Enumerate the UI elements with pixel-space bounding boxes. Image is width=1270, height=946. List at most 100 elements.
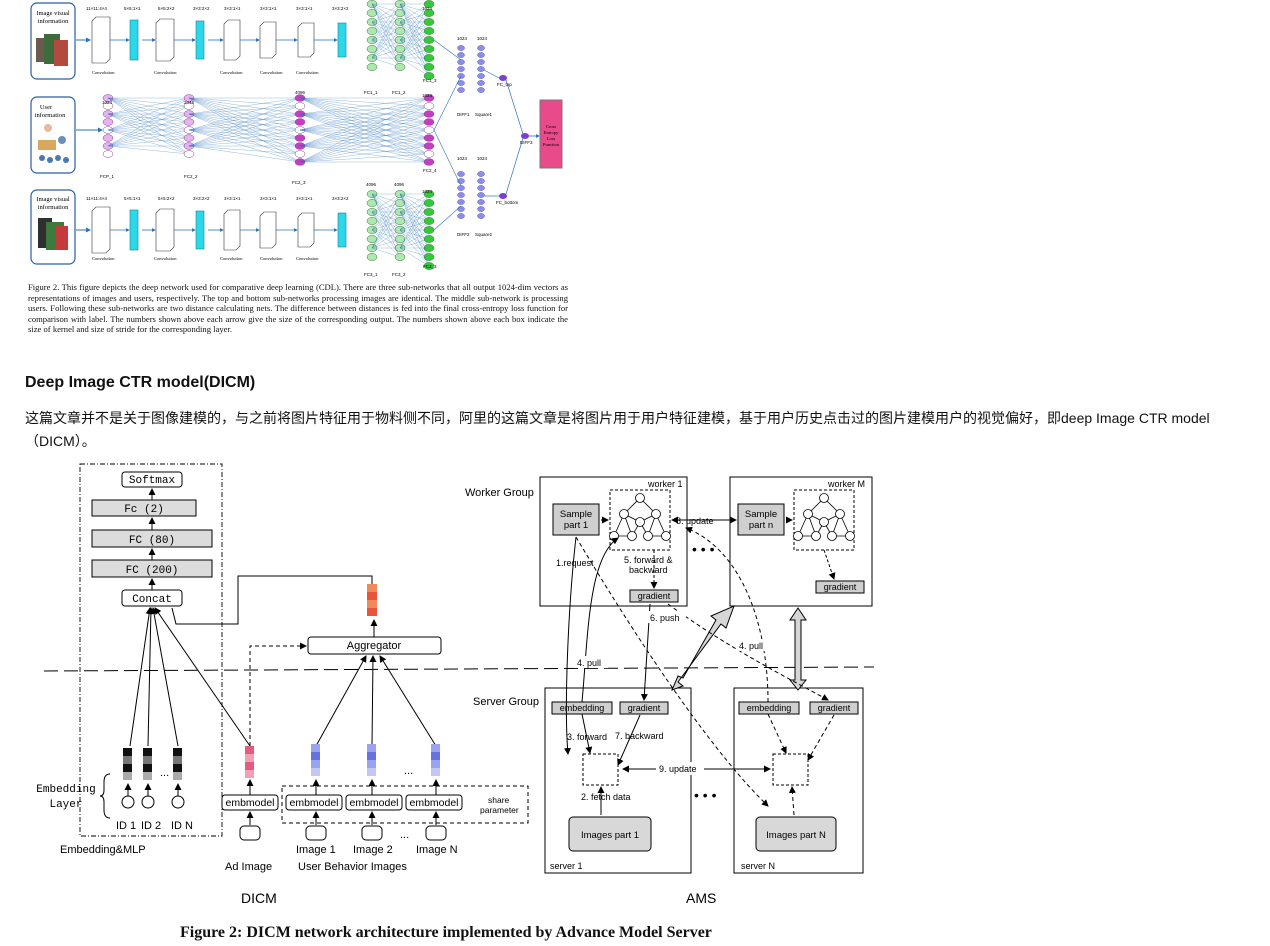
svg-text:embmodel: embmodel	[289, 797, 338, 809]
svg-text:FC3_2: FC3_2	[392, 272, 406, 277]
svg-text:Function: Function	[543, 142, 560, 147]
svg-text:Image 1: Image 1	[296, 844, 336, 856]
svg-text:3×3:2×2: 3×3:2×2	[193, 196, 210, 201]
svg-text:Concat: Concat	[132, 594, 172, 606]
svg-text:gradient: gradient	[818, 703, 851, 713]
embedding-cell	[173, 748, 182, 756]
svg-text:Convolution: Convolution	[154, 70, 177, 75]
group-separator	[43, 666, 875, 672]
image-labels: Image 1 Image 2 Image N Ad Image User Be…	[225, 844, 458, 873]
server-group-label: Server Group	[473, 696, 539, 708]
svg-text:Sample: Sample	[745, 509, 777, 520]
id-ellipsis: ...	[160, 767, 169, 779]
svg-text:3×3:2×2: 3×3:2×2	[193, 6, 210, 11]
embedding-cell	[367, 760, 376, 768]
pool-layer	[195, 210, 205, 250]
svg-text:9. update: 9. update	[659, 764, 697, 774]
ams-arrow-labels: 6. push 4. pull 4. pull 9. update	[574, 611, 770, 775]
embedding-cell	[123, 764, 132, 772]
svg-text:information: information	[38, 18, 69, 25]
pool-layer	[337, 22, 347, 58]
embedding-cell	[431, 768, 440, 776]
svg-text:...: ...	[404, 765, 413, 777]
svg-text:1024: 1024	[102, 100, 113, 105]
embmodel-user-2: embmodel	[345, 794, 403, 811]
svg-text:3×3:1×1: 3×3:1×1	[260, 196, 277, 201]
share-parameter-label: share parameter	[480, 795, 519, 815]
update8-label: 8. update	[676, 516, 714, 526]
embedding-cell	[431, 760, 440, 768]
embedding-cell	[143, 764, 152, 772]
svg-text:embedding: embedding	[560, 703, 605, 713]
figure1-caption: Figure 2. This figure depicts the deep n…	[28, 282, 568, 335]
embmodel-user-n: embmodel	[405, 794, 463, 811]
cdl-network-figure: Image visual information User informatio…	[30, 0, 563, 277]
fc200-box: FC (200)	[91, 559, 213, 578]
embedding-cell	[245, 762, 254, 770]
conv-layer	[155, 208, 175, 252]
embedding-cell	[173, 756, 182, 764]
worker-server-links	[671, 605, 808, 691]
embedding-cell	[311, 752, 320, 760]
svg-text:3×3:2×2: 3×3:2×2	[332, 6, 349, 11]
svg-text:gradient: gradient	[628, 703, 661, 713]
server-dots: • • •	[694, 787, 717, 803]
fc2-box: Fc (2)	[91, 499, 197, 517]
svg-text:Convolution: Convolution	[260, 70, 283, 75]
svg-text:Embedding: Embedding	[36, 784, 95, 796]
svg-text:5×5:2×2: 5×5:2×2	[158, 6, 175, 11]
svg-text:Image visual: Image visual	[36, 10, 70, 17]
pool-layer	[129, 209, 139, 251]
pool-layer	[195, 20, 205, 60]
embedding-cell	[431, 744, 440, 752]
svg-text:DIFF1: DIFF1	[457, 112, 470, 117]
embedding-cell	[173, 764, 182, 772]
embedding-cell	[245, 746, 254, 754]
svg-text:Cross: Cross	[546, 124, 557, 129]
svg-text:3×3:1×1: 3×3:1×1	[296, 6, 313, 11]
embedding-cell	[245, 754, 254, 762]
svg-text:FC3_3: FC3_3	[423, 264, 437, 269]
svg-text:Convolution: Convolution	[220, 70, 243, 75]
svg-text:embedding: embedding	[747, 703, 792, 713]
embedding-cell	[367, 752, 376, 760]
fc80-box: FC (80)	[91, 529, 213, 548]
svg-text:Convolution: Convolution	[154, 256, 177, 261]
svg-text:Sample: Sample	[560, 509, 592, 520]
svg-text:parameter: parameter	[480, 805, 519, 815]
svg-text:backward: backward	[629, 565, 668, 575]
svg-text:FC2_4: FC2_4	[423, 168, 437, 173]
svg-text:Square2: Square2	[475, 232, 493, 237]
svg-text:2. fetch data: 2. fetch data	[581, 792, 631, 802]
svg-text:ID N: ID N	[171, 820, 193, 832]
embedding-mlp-frame	[79, 463, 223, 837]
svg-text:4. pull: 4. pull	[739, 641, 763, 651]
svg-text:1024: 1024	[477, 36, 488, 41]
dicm-title: DICM	[241, 890, 277, 906]
svg-text:gradient: gradient	[638, 591, 671, 601]
svg-text:ID 2: ID 2	[141, 820, 161, 832]
svg-text:part n: part n	[749, 520, 773, 531]
svg-text:Image N: Image N	[416, 844, 458, 856]
concat-box: Concat	[121, 589, 183, 607]
svg-text:Entropy: Entropy	[544, 130, 559, 135]
svg-text:4096: 4096	[295, 90, 306, 95]
conv-layer	[297, 22, 315, 58]
svg-text:DIFF3: DIFF3	[520, 140, 533, 145]
embmodel-user-1: embmodel	[285, 794, 343, 811]
svg-text:5×5:1×1: 5×5:1×1	[124, 6, 141, 11]
svg-text:4096: 4096	[394, 182, 405, 187]
id-nodes	[121, 795, 185, 809]
worker-dots: • • •	[692, 541, 715, 557]
section-heading: Deep Image CTR model(DICM)	[25, 374, 256, 391]
svg-text:part 1: part 1	[564, 520, 588, 531]
svg-text:worker M: worker M	[827, 479, 865, 489]
body-paragraph: 这篇文章并不是关于图像建模的，与之前将图片特征用于物料侧不同，阿里的这篇文章是将…	[25, 410, 1210, 449]
embedding-cell	[367, 768, 376, 776]
svg-text:1024: 1024	[422, 93, 433, 98]
svg-text:Convolution: Convolution	[92, 70, 115, 75]
svg-text:FC_bottom: FC_bottom	[496, 200, 519, 205]
image-nodes	[239, 825, 447, 841]
svg-text:FC2_2: FC2_2	[184, 174, 198, 179]
svg-text:share: share	[488, 795, 510, 805]
